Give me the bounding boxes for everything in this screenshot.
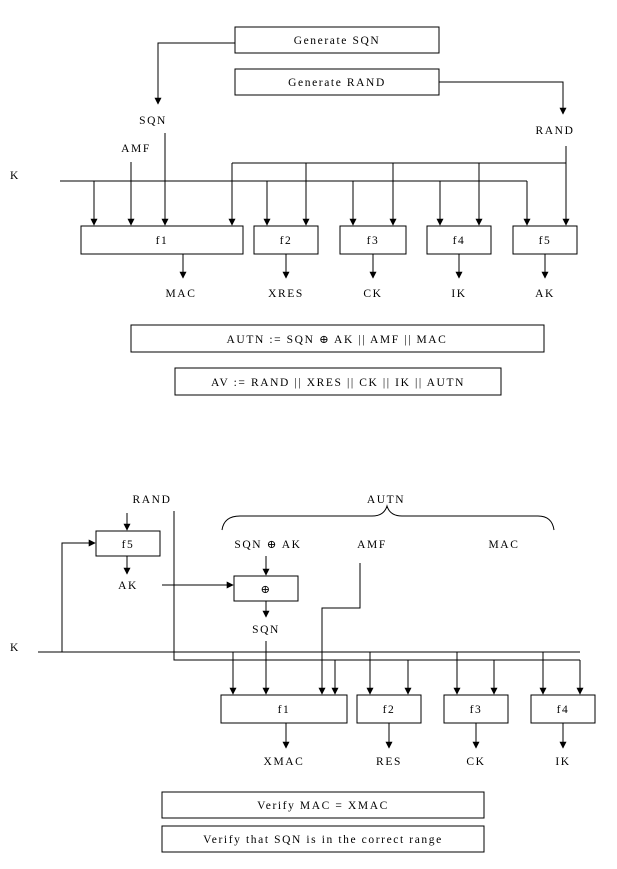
mac-label-bottom: MAC xyxy=(488,539,519,551)
ik-label: IK xyxy=(451,288,466,300)
autn-formula-box xyxy=(130,324,545,353)
autn-brace xyxy=(221,504,555,531)
mac-label: MAC xyxy=(165,288,196,300)
res-label: RES xyxy=(376,756,402,768)
generate-rand-box xyxy=(234,68,440,96)
f2-label: f2 xyxy=(280,235,293,247)
network-side-diagram: Generate SQN Generate RAND SQN AMF RAND … xyxy=(10,26,578,396)
f5-label: f5 xyxy=(539,235,552,247)
ck-label-bottom: CK xyxy=(466,756,485,768)
amf-label: AMF xyxy=(121,143,151,155)
autn-formula: AUTN := SQN ⊕ AK || AMF || MAC xyxy=(227,334,448,346)
f4-box xyxy=(426,225,492,255)
k-label: K xyxy=(10,170,20,182)
sqn-label: SQN xyxy=(139,115,167,127)
verify-sqn-text: Verify that SQN is in the correct range xyxy=(203,834,443,846)
user-side-diagram: RAND AUTN SQN ⊕ AK AMF MAC f5 AK ⊕ SQN K xyxy=(10,494,596,853)
amf-label-bottom: AMF xyxy=(357,539,387,551)
av-formula: AV := RAND || XRES || CK || IK || AUTN xyxy=(211,377,465,389)
verify-mac-text: Verify MAC = XMAC xyxy=(257,800,389,812)
av-formula-box xyxy=(174,367,502,396)
verify-sqn-box xyxy=(161,825,485,853)
f5-box-bottom xyxy=(95,530,161,557)
f1-box xyxy=(80,225,244,255)
verify-mac-box xyxy=(161,791,485,819)
xres-label: XRES xyxy=(268,288,304,300)
ak-label: AK xyxy=(535,288,555,300)
generate-sqn-label: Generate SQN xyxy=(294,35,381,47)
f2-box xyxy=(253,225,319,255)
ak-label-bottom: AK xyxy=(118,580,138,592)
f5-box xyxy=(512,225,578,255)
ik-label-bottom: IK xyxy=(555,756,570,768)
generate-rand-label: Generate RAND xyxy=(288,77,386,89)
f4-label-bottom: f4 xyxy=(557,704,570,716)
f4-box-bottom xyxy=(530,694,596,724)
sqn-xor-ak-label: SQN ⊕ AK xyxy=(234,539,301,551)
f3-box xyxy=(339,225,407,255)
rand-label-bottom: RAND xyxy=(133,494,172,506)
sqn-feed-line xyxy=(154,42,235,105)
xor-symbol: ⊕ xyxy=(260,584,271,596)
generate-sqn-box xyxy=(234,26,440,54)
k-to-f5-line xyxy=(38,539,96,653)
rand-label: RAND xyxy=(536,125,575,137)
f5-label-bottom: f5 xyxy=(122,539,135,551)
f3-label: f3 xyxy=(367,235,380,247)
sqn-label-bottom: SQN xyxy=(252,624,280,636)
xmac-label: XMAC xyxy=(264,756,305,768)
f2-box-bottom xyxy=(356,694,422,724)
f3-label-bottom: f3 xyxy=(470,704,483,716)
k-label-bottom: K xyxy=(10,642,20,654)
f1-label: f1 xyxy=(156,235,169,247)
xor-box xyxy=(233,575,299,602)
f4-label: f4 xyxy=(453,235,466,247)
rand-feed-line xyxy=(439,81,567,115)
f1-box-bottom xyxy=(220,694,348,724)
ck-label: CK xyxy=(363,288,382,300)
rand-bus-line-bottom xyxy=(173,511,580,661)
amf-arrow-f1-bottom xyxy=(318,563,361,695)
f2-label-bottom: f2 xyxy=(383,704,396,716)
autn-label: AUTN xyxy=(367,494,405,506)
f1-label-bottom: f1 xyxy=(278,704,291,716)
